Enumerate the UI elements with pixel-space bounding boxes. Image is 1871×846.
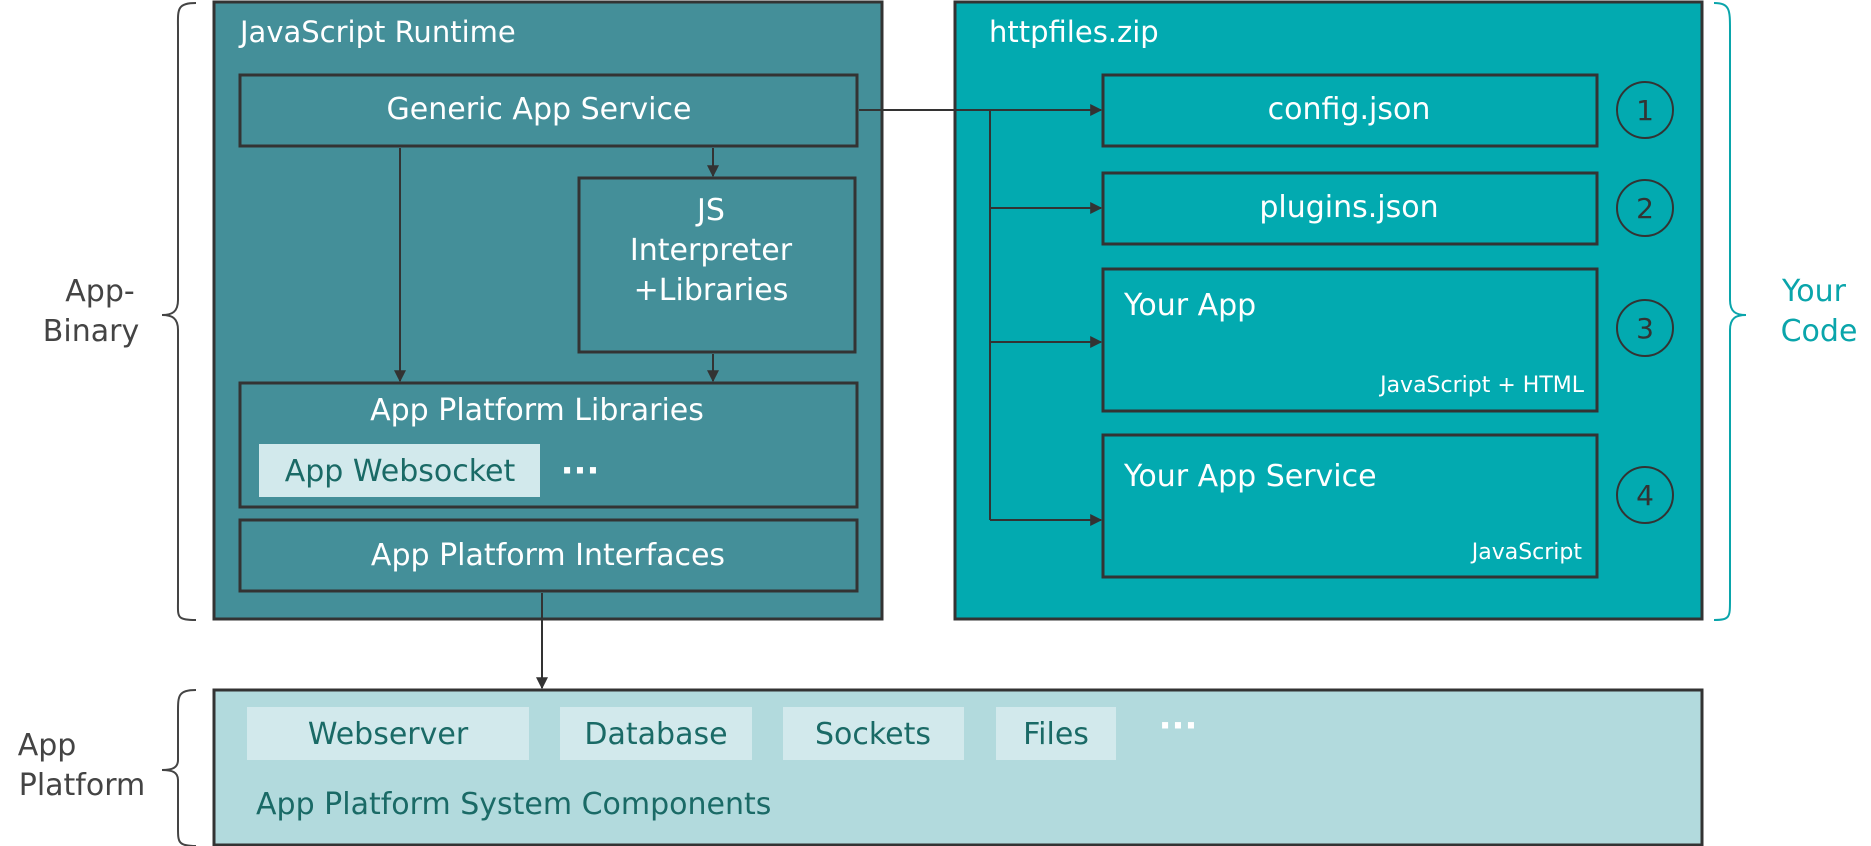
config-json-box	[1101, 73, 1599, 148]
libraries-ellipsis: ···	[561, 451, 600, 491]
app-binary-label-2: Binary	[43, 314, 139, 349]
step-2-number: 2	[1636, 192, 1654, 225]
app-websocket-chip	[259, 444, 540, 497]
app-binary-brace	[161, 2, 197, 621]
your-app-box	[1101, 267, 1599, 413]
components-ellipsis: ···	[1159, 706, 1198, 746]
app-platform-interfaces-label: App Platform Interfaces	[371, 538, 725, 573]
step-1-circle	[1616, 81, 1674, 139]
app-platform-brace	[161, 689, 197, 846]
js-interpreter-line-2: Interpreter	[630, 233, 793, 268]
httpfiles-zip-title: httpfiles.zip	[989, 15, 1159, 49]
javascript-runtime-title: JavaScript Runtime	[238, 15, 516, 49]
your-app-label: Your App	[1123, 288, 1256, 323]
your-code-label-1: Your	[1781, 274, 1847, 309]
webserver-label: Webserver	[308, 717, 469, 752]
generic-app-service-label: Generic App Service	[387, 92, 692, 127]
your-code-brace	[1713, 2, 1747, 621]
app-platform-interfaces-box	[238, 518, 859, 593]
step-2-circle	[1616, 179, 1674, 237]
app-platform-label-1: App	[18, 728, 77, 763]
plugins-json-box	[1101, 171, 1599, 246]
database-chip	[560, 707, 752, 760]
app-websocket-label: App Websocket	[285, 454, 516, 489]
step-3-number: 3	[1636, 312, 1654, 345]
your-app-service-label: Your App Service	[1123, 459, 1377, 494]
app-binary-label-1: App-	[65, 274, 134, 309]
config-json-label: config.json	[1268, 92, 1431, 127]
js-interpreter-line-1: JS	[695, 193, 725, 228]
your-app-service-tech-label: JavaScript	[1470, 540, 1583, 565]
files-label: Files	[1023, 717, 1089, 752]
your-code-label-2: Code	[1781, 314, 1858, 349]
plugins-json-label: plugins.json	[1259, 190, 1438, 225]
step-4-circle	[1616, 466, 1674, 524]
app-platform-system-components-label: App Platform System Components	[256, 787, 771, 822]
js-interpreter-box	[577, 176, 857, 354]
step-4-number: 4	[1636, 479, 1654, 512]
app-platform-label-2: Platform	[19, 768, 146, 803]
step-3-circle	[1616, 299, 1674, 357]
sockets-chip	[783, 707, 964, 760]
step-1-number: 1	[1636, 94, 1654, 127]
your-app-service-box	[1101, 433, 1599, 579]
webserver-chip	[247, 707, 529, 760]
app-platform-libraries-label: App Platform Libraries	[370, 393, 704, 428]
database-label: Database	[584, 717, 727, 752]
files-chip	[996, 707, 1116, 760]
generic-app-service-box	[238, 73, 859, 148]
sockets-label: Sockets	[815, 717, 931, 752]
your-app-tech-label: JavaScript + HTML	[1378, 373, 1585, 398]
js-interpreter-line-3: +Libraries	[634, 273, 789, 308]
